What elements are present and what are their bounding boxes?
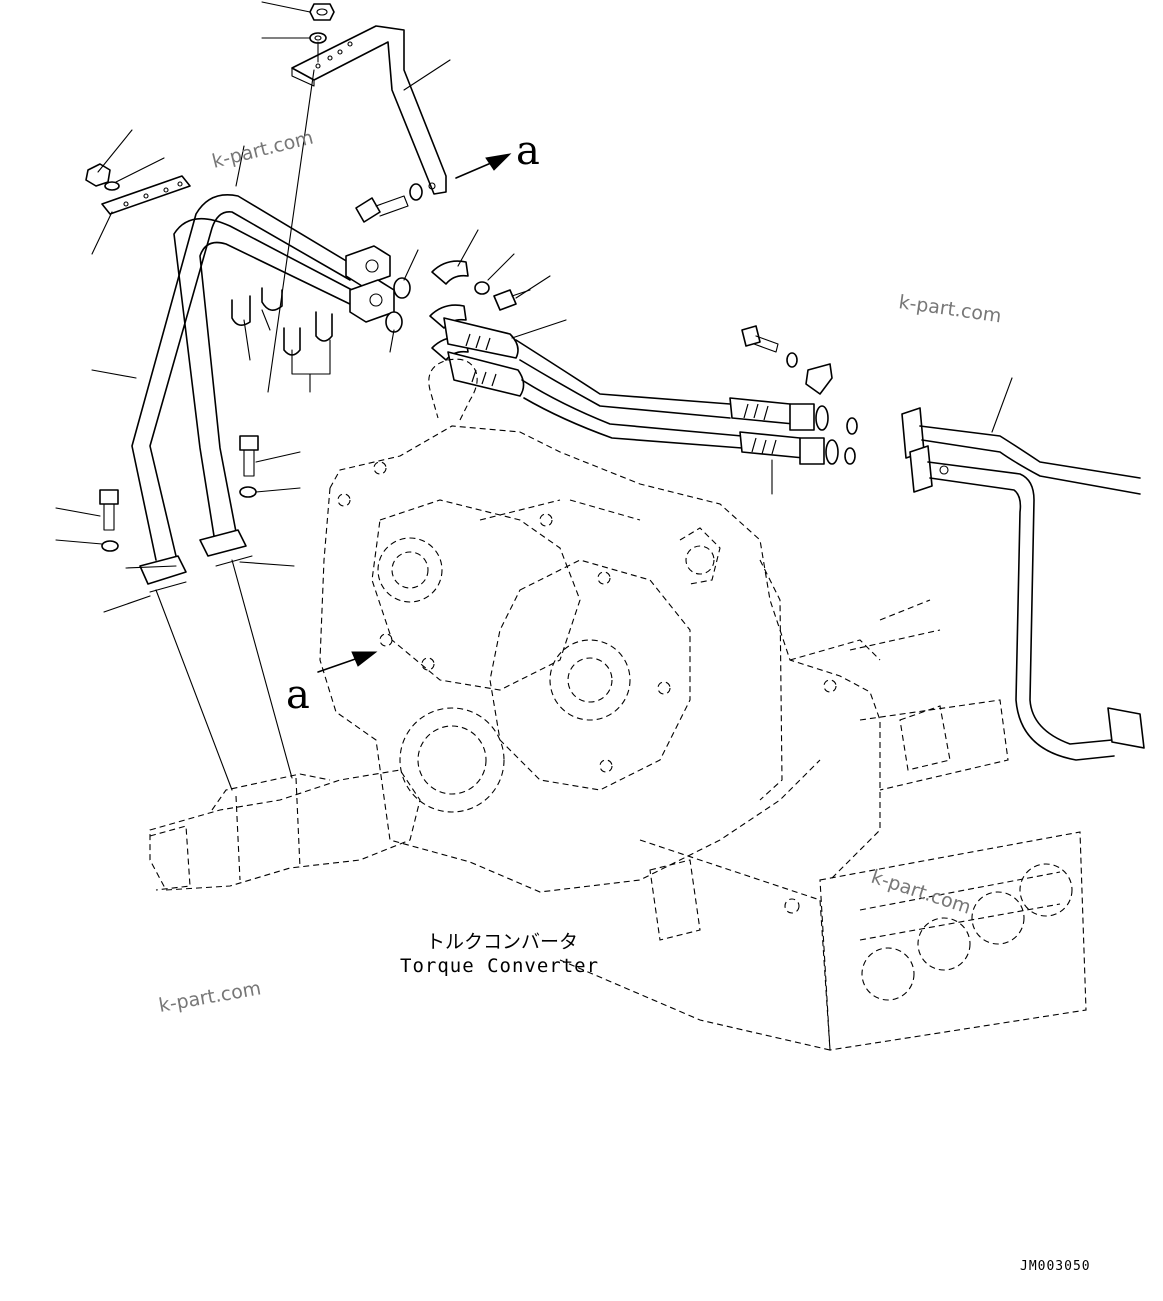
bolt xyxy=(355,195,409,223)
caption-japanese: トルクコンバータ xyxy=(426,931,578,953)
pipe-left-inner xyxy=(173,217,355,537)
clamp-plate xyxy=(101,175,191,215)
washer xyxy=(786,352,798,368)
pipe-right xyxy=(901,407,1145,761)
hydraulic-pump xyxy=(149,769,421,891)
callout-leaders xyxy=(55,1,1013,613)
bolt xyxy=(99,435,259,531)
nut xyxy=(309,3,335,21)
washer xyxy=(474,281,490,295)
watermark: k-part.com xyxy=(210,126,316,172)
caption-english: Torque Converter xyxy=(400,955,599,977)
watermark: k-part.com xyxy=(157,977,263,1017)
u-bolt xyxy=(231,287,333,356)
split-flange xyxy=(429,260,469,361)
drawing-number: JM003050 xyxy=(1020,1259,1091,1274)
view-label-bottom: a xyxy=(286,672,310,718)
washer xyxy=(101,486,257,552)
hose-fitting xyxy=(729,397,839,465)
washer xyxy=(409,183,423,201)
pipe-end-block xyxy=(139,529,247,585)
washer xyxy=(104,181,120,191)
bolt xyxy=(493,289,531,311)
torque-converter-housing xyxy=(319,358,1087,1051)
watermark: k-part.com xyxy=(897,291,1003,327)
bolt xyxy=(741,325,779,353)
clip xyxy=(805,363,833,395)
watermark: k-part.com xyxy=(868,866,973,919)
view-label-top: a xyxy=(516,128,540,174)
view-arrow-top: a xyxy=(455,128,540,179)
pipe-flange xyxy=(345,245,395,323)
pipe-left-outer xyxy=(131,194,351,561)
leader-line xyxy=(231,559,293,779)
mounting-bracket xyxy=(291,25,447,195)
leader-line xyxy=(155,589,233,791)
o-ring xyxy=(385,277,411,333)
view-arrow-bottom: a xyxy=(286,651,378,718)
leader-line xyxy=(267,41,319,393)
o-ring xyxy=(844,417,858,465)
hose xyxy=(515,339,743,449)
hose-fitting xyxy=(443,317,525,397)
